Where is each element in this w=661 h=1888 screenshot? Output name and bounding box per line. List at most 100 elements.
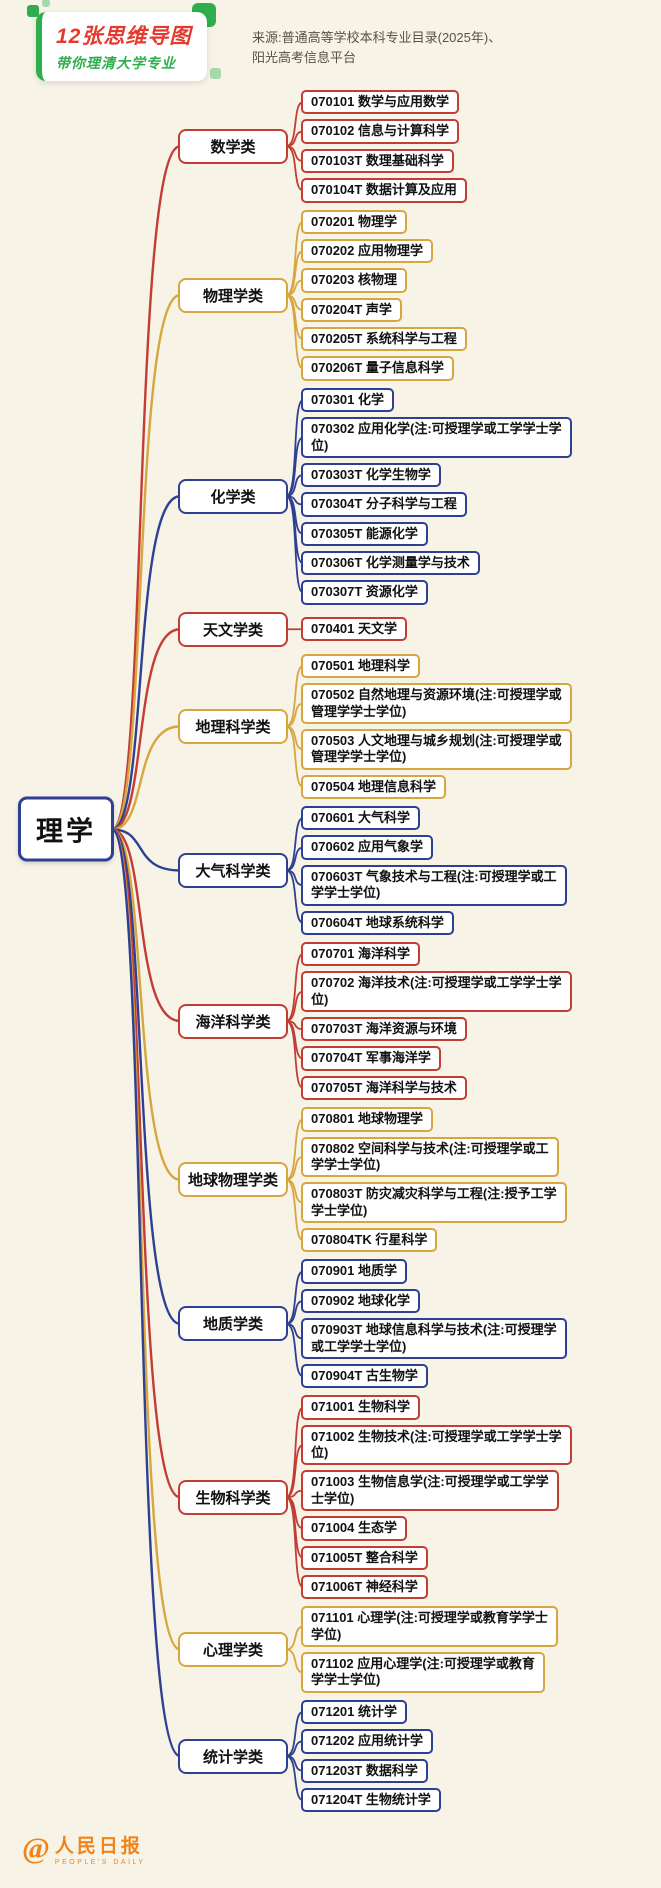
- major-node: 071203T 数据科学: [301, 1758, 428, 1783]
- category-node-atmospheric: 大气科学类: [178, 852, 288, 888]
- major-node: 070704T 军事海洋学: [301, 1046, 441, 1071]
- major-node: 070603T 气象技术与工程(注:可授理学或工 学学士学位): [301, 864, 567, 906]
- major-node: 071101 心理学(注:可授理学或教育学学士 学位): [301, 1606, 558, 1647]
- major-node: 071002 生物技术(注:可授理学或工学学士学 位): [301, 1424, 572, 1466]
- major-node: 071004 生态学: [301, 1516, 407, 1541]
- major-node: 070102 信息与计算科学: [301, 119, 459, 144]
- series-subtitle: 带你理清大学专业: [56, 55, 176, 71]
- source-note: 来源:普通高等学校本科专业目录(2025年)、 阳光高考信息平台: [252, 28, 501, 68]
- major-node: 070803T 防灾减灾科学与工程(注:授予工学 学士学位): [301, 1182, 567, 1223]
- root-node: 理学: [18, 796, 114, 862]
- category-node-statistics: 统计学类: [178, 1738, 288, 1774]
- major-node: 070104T 数据计算及应用: [301, 178, 467, 203]
- major-node: 070202 应用物理学: [301, 238, 433, 264]
- major-node: 071001 生物科学: [301, 1395, 420, 1420]
- major-node: 070306T 化学测量学与技术: [301, 551, 480, 576]
- major-node: 071005T 整合科学: [301, 1545, 428, 1570]
- category-node-math: 数学类: [178, 128, 288, 164]
- major-node: 070702 海洋技术(注:可授理学或工学学士学 位): [301, 971, 572, 1012]
- major-node: 071201 统计学: [301, 1699, 407, 1725]
- major-node: 070601 大气科学: [301, 806, 420, 831]
- major-node: 070504 地理信息科学: [301, 774, 446, 799]
- peoples-daily-logo: @ 人民日报 PEOPLE'S DAILY: [22, 1831, 146, 1867]
- header: 12张思维导图 带你理清大学专业 来源:普通高等学校本科专业目录(2025年)、…: [0, 0, 661, 88]
- category-node-psychology: 心理学类: [178, 1632, 288, 1667]
- leaves-psychology: 071101 心理学(注:可授理学或教育学学士 学位) 071102 应用心理学(…: [301, 1606, 558, 1693]
- logo-name-cn: 人民日报: [54, 1836, 143, 1857]
- major-node: 070206T 量子信息科学: [301, 356, 454, 381]
- category-node-physics: 物理学类: [178, 277, 288, 313]
- leaves-physics: 070201 物理学 070202 应用物理学 070203 核物理 070204T …: [301, 209, 467, 381]
- category-node-chemistry: 化学类: [178, 478, 288, 514]
- leaves-geophysics: 070801 地球物理学 070802 空间科学与技术(注:可授理学或工 学学士学…: [301, 1107, 567, 1253]
- major-node: 070101 数学与应用数学: [301, 90, 459, 115]
- at-icon: @: [22, 1831, 50, 1865]
- major-node: 070304T 分子科学与工程: [301, 492, 467, 517]
- title-badge-box: 12张思维导图 带你理清大学专业: [36, 12, 208, 81]
- mind-map: 理学 数学类 070101 数学与应用数学 070102 信息与计算科学 070103…: [0, 88, 661, 1813]
- major-node: 070205T 系统科学与工程: [301, 327, 467, 352]
- major-node: 070703T 海洋资源与环境: [301, 1017, 467, 1042]
- major-node: 070103T 数理基础科学: [301, 148, 454, 174]
- major-node: 070401 天文学: [301, 617, 407, 642]
- leaves-marine: 070701 海洋科学 070702 海洋技术(注:可授理学或工学学士学 位) 07…: [301, 941, 572, 1101]
- major-node: 070903T 地球信息科学与技术(注:可授理学 或工学学士学位): [301, 1318, 567, 1359]
- major-node: 071102 应用心理学(注:可授理学或教育 学学士学位): [301, 1652, 545, 1693]
- leaves-astronomy: 070401 天文学: [301, 617, 407, 642]
- category-node-geology: 地质学类: [178, 1306, 288, 1342]
- leaves-math: 070101 数学与应用数学 070102 信息与计算科学 070103T 数理基础…: [301, 90, 467, 203]
- major-node: 070303T 化学生物学: [301, 462, 441, 488]
- major-node: 070201 物理学: [301, 209, 407, 234]
- major-node: 070501 地理科学: [301, 653, 420, 679]
- major-node: 070804TK 行星科学: [301, 1228, 438, 1253]
- green-square-icon: [27, 5, 39, 17]
- major-node: 071003 生物信息学(注:可授理学或工学学 士学位): [301, 1470, 559, 1512]
- category-node-geography: 地理科学类: [178, 708, 288, 744]
- branches-container: 数学类 070101 数学与应用数学 070102 信息与计算科学 070103T 数…: [178, 88, 661, 1813]
- major-node: 070301 化学: [301, 387, 394, 413]
- major-node: 070305T 能源化学: [301, 521, 428, 546]
- major-node: 070204T 声学: [301, 297, 402, 322]
- major-node: 070503 人文地理与城乡规划(注:可授理学或 管理学学士学位): [301, 728, 572, 770]
- category-node-biology: 生物科学类: [178, 1479, 288, 1515]
- major-node: 070701 海洋科学: [301, 941, 420, 967]
- source-line2: 阳光高考信息平台: [252, 50, 357, 66]
- leaves-chemistry: 070301 化学 070302 应用化学(注:可授理学或工学学士学 位) 0703…: [301, 387, 572, 605]
- major-node: 070604T 地球系统科学: [301, 910, 454, 935]
- light-green-square-icon: [42, 0, 50, 7]
- major-node: 070502 自然地理与资源环境(注:可授理学或 管理学学士学位): [301, 683, 572, 724]
- major-node: 070801 地球物理学: [301, 1107, 433, 1132]
- branch-geography: 地理科学类 070501 地理科学 070502 自然地理与资源环境(注:可授理学或…: [178, 653, 661, 799]
- light-green-square-icon: [210, 68, 222, 79]
- major-node: 070203 核物理: [301, 268, 407, 293]
- major-node: 070307T 资源化学: [301, 580, 428, 605]
- series-title: 12张思维导图: [56, 25, 192, 48]
- branch-psychology: 心理学类 071101 心理学(注:可授理学或教育学学士 学位) 071102 应用…: [178, 1606, 661, 1693]
- branch-math: 数学类 070101 数学与应用数学 070102 信息与计算科学 070103T 数…: [178, 90, 661, 203]
- major-node: 070802 空间科学与技术(注:可授理学或工 学学士学位): [301, 1136, 559, 1178]
- branch-geophysics: 地球物理学类 070801 地球物理学 070802 空间科学与技术(注:可授理学或…: [178, 1107, 661, 1253]
- category-node-astronomy: 天文学类: [178, 611, 288, 647]
- branch-astronomy: 天文学类 070401 天文学: [178, 611, 661, 647]
- major-node: 070302 应用化学(注:可授理学或工学学士学 位): [301, 417, 572, 458]
- major-node: 070904T 古生物学: [301, 1363, 428, 1389]
- logo-text: 人民日报 PEOPLE'S DAILY: [55, 1831, 146, 1866]
- source-line1: 来源:普通高等学校本科专业目录(2025年)、: [252, 30, 502, 45]
- major-node: 070901 地质学: [301, 1259, 407, 1284]
- leaves-geography: 070501 地理科学 070502 自然地理与资源环境(注:可授理学或 管理学学…: [301, 653, 572, 799]
- branch-biology: 生物科学类 071001 生物科学 071002 生物技术(注:可授理学或工学学士学…: [178, 1395, 661, 1600]
- title-badge: 12张思维导图 带你理清大学专业: [27, 0, 222, 81]
- footer: @ 人民日报 PEOPLE'S DAILY: [22, 1831, 146, 1867]
- category-node-geophysics: 地球物理学类: [178, 1162, 288, 1198]
